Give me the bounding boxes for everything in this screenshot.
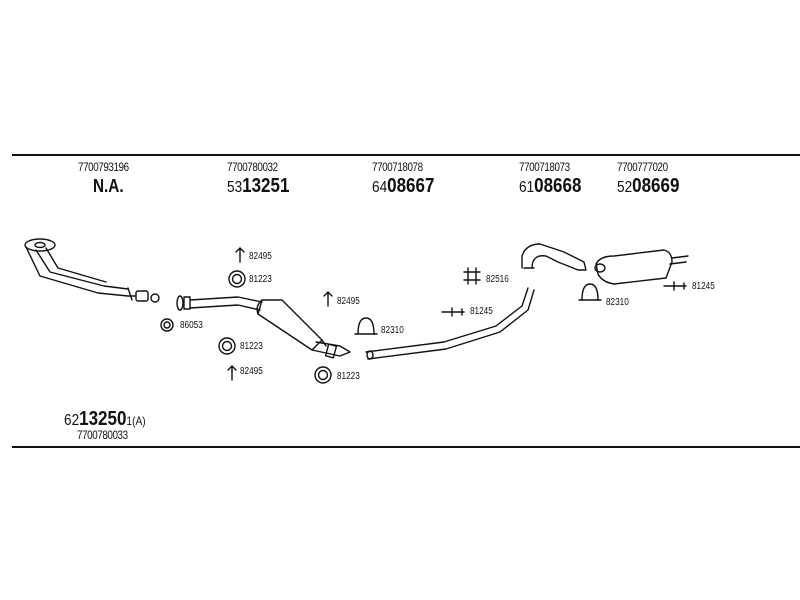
label-bolt-2: 81245: [692, 281, 715, 292]
label-clamp-1: 82310: [381, 325, 404, 336]
part-number-5: 5208669: [617, 175, 680, 197]
tail-pipe-drawing: [521, 243, 587, 271]
u-clamps: [354, 283, 602, 335]
oe-number-4: 7700718073: [519, 160, 570, 174]
label-hanger-3: 82495: [337, 296, 360, 307]
footer-oe-number: 7700780033: [77, 428, 128, 442]
bottom-rule: [12, 446, 800, 448]
label-ring-3: 81223: [337, 371, 360, 382]
part-number-4: 6108668: [519, 175, 582, 197]
middle-silencer-drawing: [176, 295, 351, 359]
oe-number-2: 7700780032: [227, 160, 278, 174]
oe-number-5: 7700777020: [617, 160, 668, 174]
hangers: [227, 247, 481, 381]
label-ring-front: 86053: [180, 320, 203, 331]
part-number-2: 5313251: [227, 175, 290, 197]
label-hanger-2: 82495: [240, 366, 263, 377]
label-clamp-2: 82310: [606, 297, 629, 308]
top-rule: [12, 154, 800, 156]
label-ring-1: 81223: [249, 274, 272, 285]
intermediate-pipe-drawing: [365, 287, 535, 360]
part-number-3: 6408667: [372, 175, 435, 197]
oe-number-3: 7700718078: [372, 160, 423, 174]
label-hanger-4: 82516: [486, 274, 509, 285]
footer-part-number: 62132501(A): [64, 408, 146, 430]
oe-number-1: 7700793196: [78, 160, 129, 174]
label-ring-2: 81223: [240, 341, 263, 352]
label-hanger-1: 82495: [249, 251, 272, 262]
rear-silencer-drawing: [594, 249, 689, 285]
part-number-1: N.A.: [93, 176, 124, 196]
label-bolt-1: 81245: [470, 306, 493, 317]
gasket-rings: [160, 270, 332, 384]
front-pipe-drawing: [24, 238, 160, 303]
bolts: [441, 281, 687, 317]
